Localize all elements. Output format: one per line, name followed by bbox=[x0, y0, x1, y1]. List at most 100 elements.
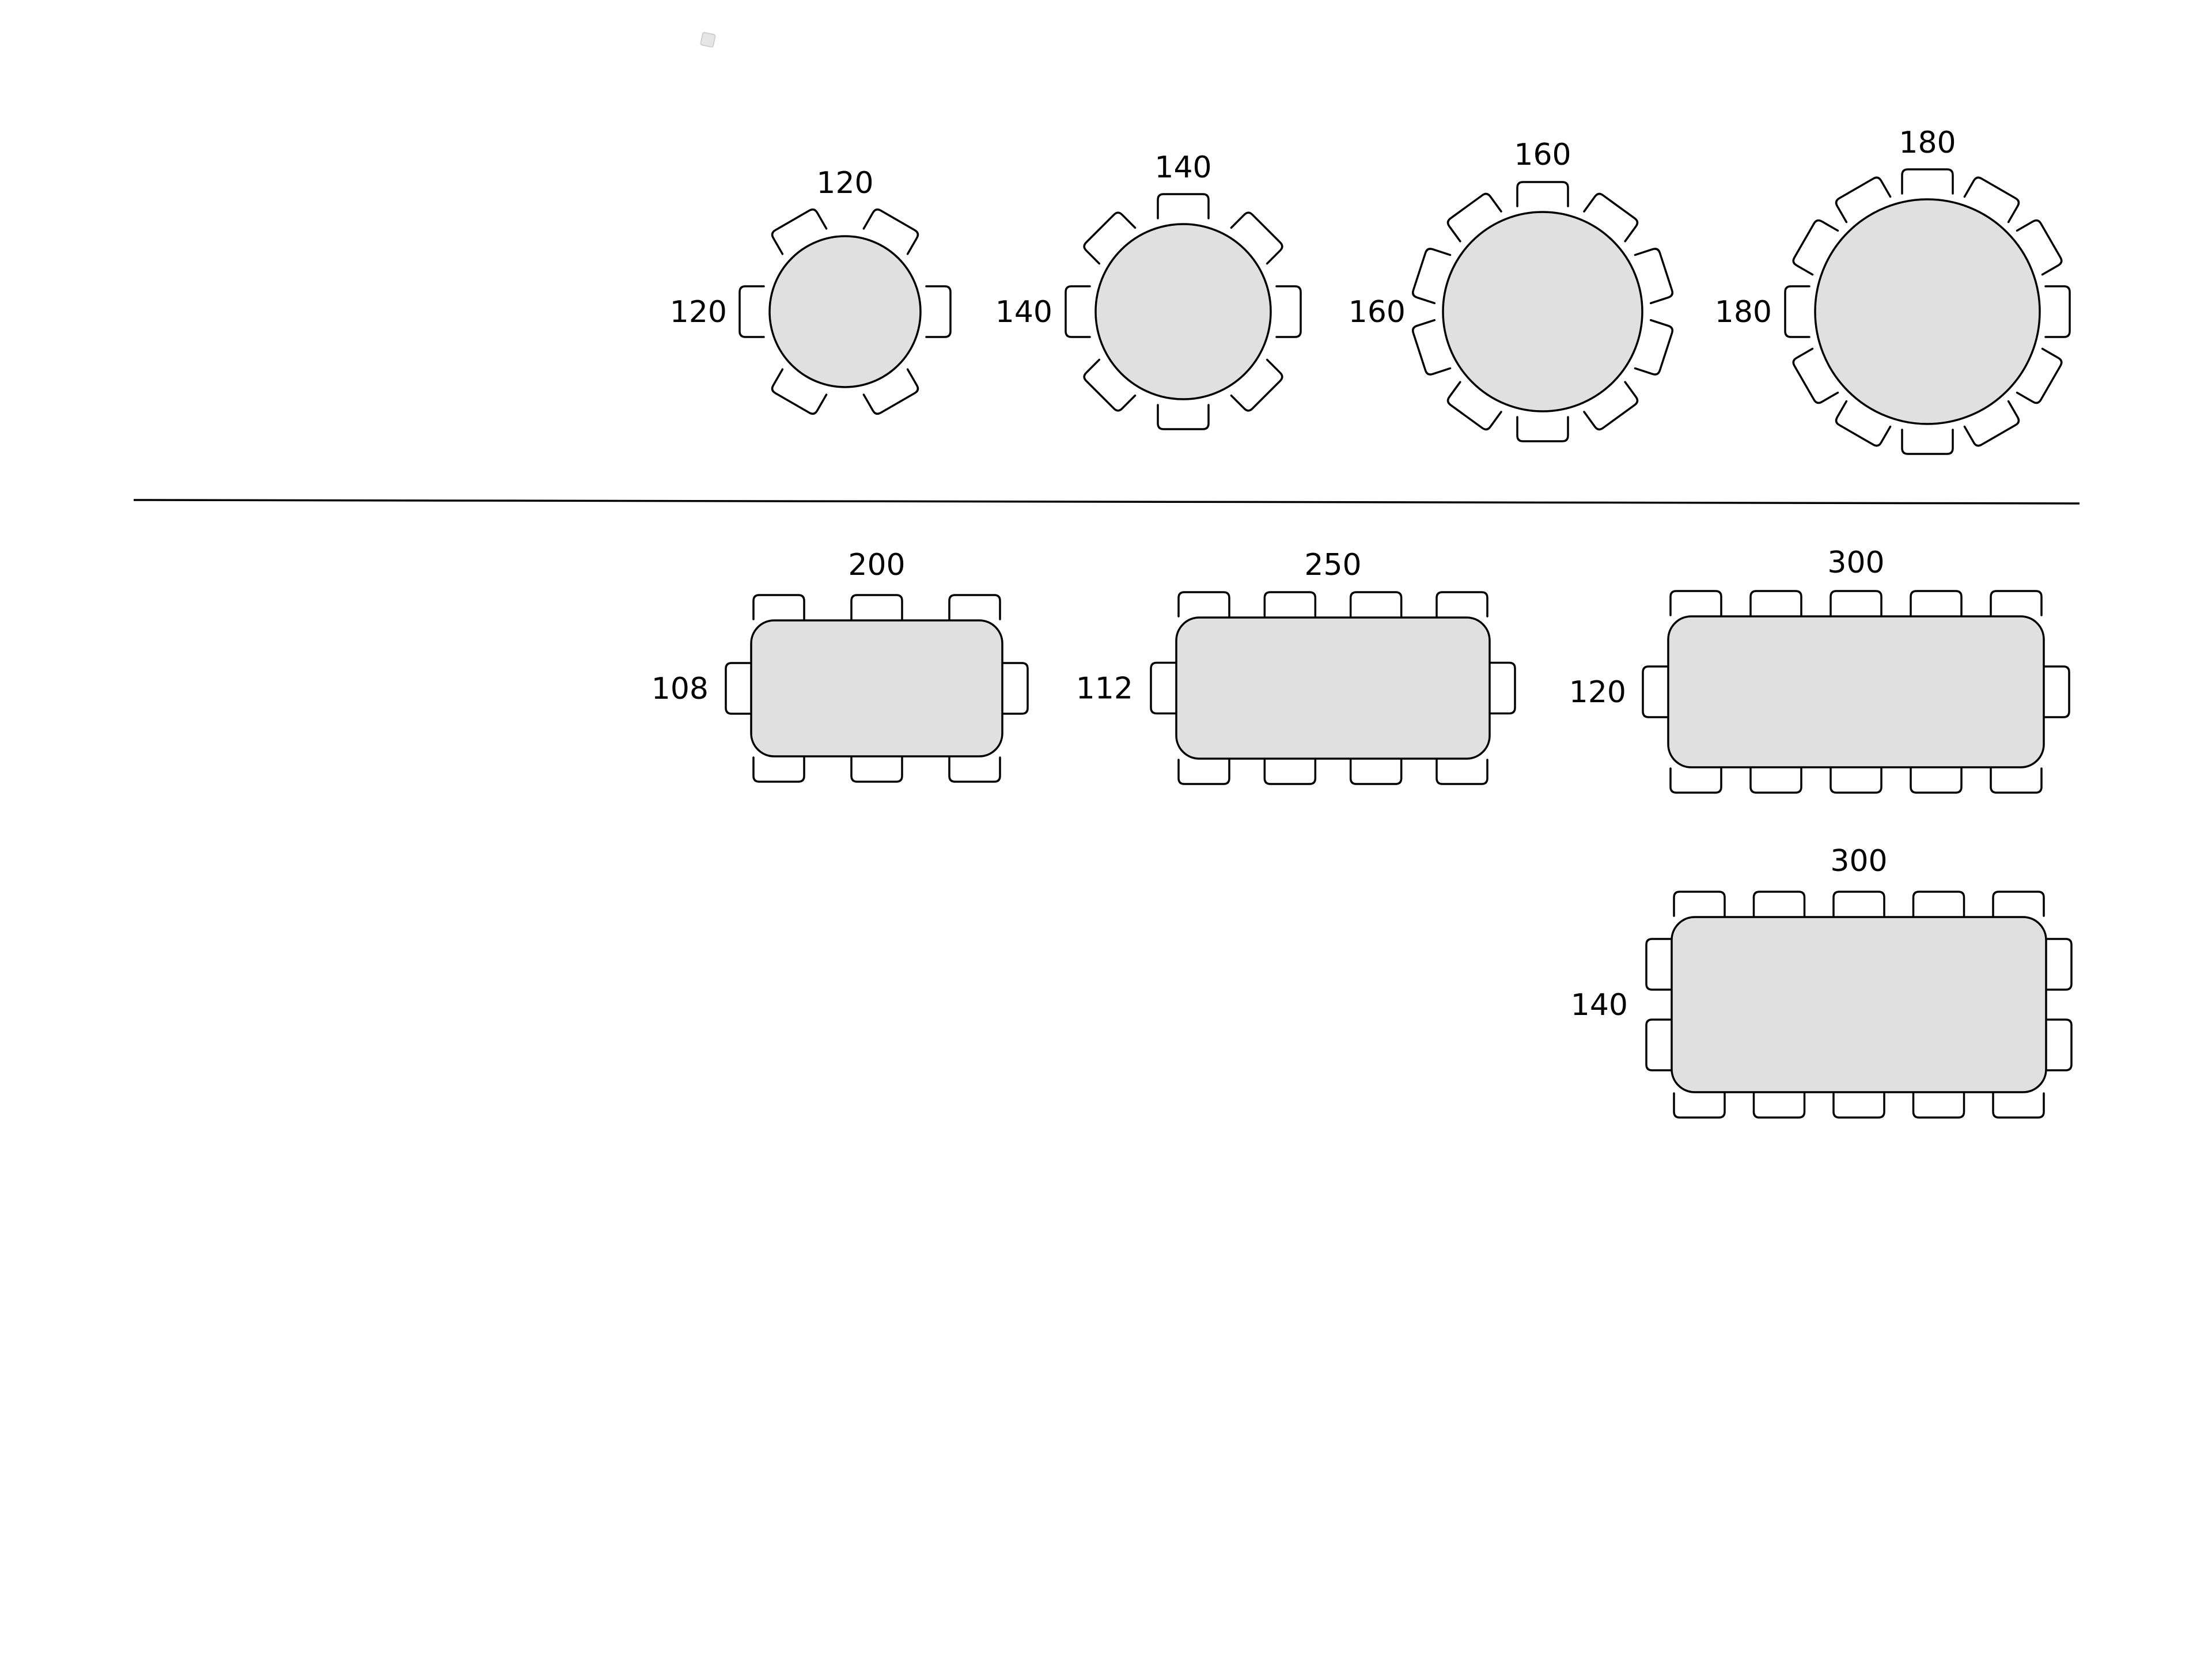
rect-table-250x112: 250 112 bbox=[1076, 548, 1516, 785]
chair bbox=[771, 208, 828, 255]
chair bbox=[1157, 193, 1210, 219]
chair bbox=[2016, 347, 2063, 404]
chair bbox=[948, 756, 1001, 783]
chair bbox=[1002, 662, 1029, 715]
chair bbox=[1634, 319, 1673, 376]
chair bbox=[1912, 891, 1965, 917]
chair bbox=[1583, 381, 1639, 431]
length-label: 250 bbox=[1304, 548, 1361, 582]
chair bbox=[1645, 938, 1672, 991]
width-label: 120 bbox=[1569, 675, 1626, 710]
round-table-top bbox=[1442, 211, 1643, 412]
side-dimension-label: 140 bbox=[995, 295, 1052, 329]
chair bbox=[1752, 1092, 1806, 1119]
chair bbox=[862, 368, 919, 415]
chair bbox=[1583, 192, 1639, 243]
side-dimension-label: 120 bbox=[670, 295, 727, 329]
chair bbox=[1752, 891, 1806, 917]
chair bbox=[1230, 358, 1283, 412]
length-label: 200 bbox=[848, 548, 905, 582]
side-dimension-label: 180 bbox=[1715, 295, 1772, 329]
diameter-label: 160 bbox=[1514, 138, 1571, 172]
width-label: 112 bbox=[1076, 672, 1133, 706]
chair bbox=[1830, 767, 1883, 794]
chair bbox=[1435, 759, 1488, 785]
chair bbox=[1792, 219, 1839, 276]
chair bbox=[925, 285, 952, 338]
chair bbox=[1784, 285, 1810, 338]
round-table-top bbox=[1814, 198, 2041, 425]
side-dimension-label: 160 bbox=[1349, 295, 1406, 329]
round-table-180: 180 180 bbox=[1715, 126, 2071, 455]
chair bbox=[1435, 591, 1488, 618]
chair bbox=[1990, 590, 2043, 616]
rect-table-200x108: 200 108 bbox=[652, 548, 1029, 783]
chair bbox=[1516, 181, 1569, 207]
chair bbox=[1263, 591, 1317, 618]
chair bbox=[1412, 248, 1452, 305]
length-label: 300 bbox=[1827, 546, 1884, 580]
chair bbox=[1963, 176, 2020, 224]
diameter-label: 140 bbox=[1154, 150, 1211, 185]
rect-table-300x120: 300 120 bbox=[1569, 546, 2070, 794]
round-table-160: 160 160 bbox=[1349, 138, 1673, 442]
diameter-label: 120 bbox=[816, 166, 873, 200]
chair bbox=[1446, 192, 1502, 243]
chair bbox=[752, 594, 805, 620]
chair bbox=[1901, 429, 1954, 455]
chair bbox=[1992, 1092, 2045, 1119]
chair bbox=[850, 756, 903, 783]
chair bbox=[2046, 938, 2073, 991]
chair bbox=[1516, 416, 1569, 442]
chair bbox=[1910, 590, 1963, 616]
chair bbox=[948, 594, 1001, 620]
chair bbox=[1490, 661, 1516, 715]
chair bbox=[1065, 285, 1091, 338]
chair bbox=[1673, 1092, 1726, 1119]
chair bbox=[752, 756, 805, 783]
chair bbox=[1412, 319, 1452, 376]
chair bbox=[1912, 1092, 1965, 1119]
rect-table-top bbox=[1175, 616, 1491, 760]
chair bbox=[1349, 759, 1403, 785]
chair bbox=[2016, 219, 2063, 276]
chair bbox=[1157, 404, 1210, 430]
chair bbox=[1177, 591, 1230, 618]
chair bbox=[1634, 248, 1673, 305]
chair bbox=[1275, 285, 1302, 338]
chair bbox=[1645, 1018, 1672, 1071]
width-label: 108 bbox=[652, 672, 709, 706]
rect-table-top bbox=[1667, 615, 2045, 768]
chair bbox=[1669, 767, 1722, 794]
chair bbox=[1669, 590, 1722, 616]
chair bbox=[2044, 665, 2070, 718]
rect-table-top bbox=[1671, 916, 2047, 1093]
chair bbox=[1749, 767, 1802, 794]
chair bbox=[1901, 168, 1954, 195]
diameter-label: 180 bbox=[1899, 126, 1956, 160]
chair bbox=[1910, 767, 1963, 794]
chair bbox=[1835, 176, 1892, 224]
chair bbox=[1673, 891, 1726, 917]
chair bbox=[1992, 891, 2045, 917]
round-table-140: 140 140 bbox=[995, 150, 1302, 430]
chair bbox=[1749, 590, 1802, 616]
chair bbox=[2046, 1018, 2073, 1071]
chair bbox=[1083, 211, 1137, 265]
chair bbox=[1083, 358, 1137, 412]
width-label: 140 bbox=[1571, 988, 1628, 1022]
round-table-120: 120 120 bbox=[670, 166, 952, 415]
chair bbox=[850, 594, 903, 620]
chair bbox=[771, 368, 828, 415]
chair bbox=[1446, 381, 1502, 431]
chair bbox=[1349, 591, 1403, 618]
round-table-top bbox=[768, 235, 922, 388]
chair bbox=[1832, 1092, 1885, 1119]
section-divider bbox=[133, 499, 2080, 505]
chair bbox=[1835, 400, 1892, 447]
small-marker-icon bbox=[700, 32, 716, 48]
rect-table-top bbox=[750, 619, 1003, 757]
